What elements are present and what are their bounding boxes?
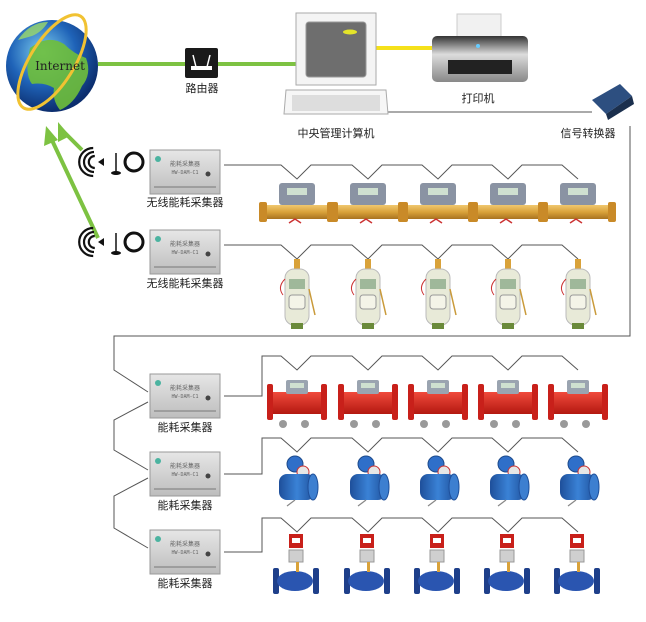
rs485-bus-line: [224, 517, 579, 553]
rs485-bus-line: [224, 437, 579, 475]
blue-control-valve-icon: [484, 534, 530, 594]
blue-electromagnetic-flowmeter-icon: [350, 455, 390, 507]
blue-control-valve-icon: [554, 534, 600, 594]
router-icon: [185, 48, 218, 78]
collector-panel-model: HW-DAM-C1: [171, 550, 198, 556]
ultrasonic-heat-meter-icon: [470, 183, 546, 224]
collector-label: 能耗采集器: [158, 576, 213, 590]
collector-3: 能耗采集器 HW-DAM-C1 能耗采集器: [149, 355, 579, 434]
ultrasonic-heat-meter-icon: [330, 183, 406, 224]
logo-icon: [155, 156, 161, 162]
household-heat-meter-icon: [560, 259, 597, 329]
logo-icon: [155, 458, 161, 464]
collector-4: 能耗采集器 HW-DAM-C1 能耗采集器: [149, 437, 579, 512]
collector-label: 能耗采集器: [158, 420, 213, 434]
blue-control-valve-icon: [414, 534, 460, 594]
internet-label: Internet: [35, 59, 85, 73]
computer-label: 中央管理计算机: [298, 126, 375, 140]
router-label: 路由器: [186, 81, 219, 95]
collector-label: 能耗采集器: [158, 498, 213, 512]
red-flange-heat-meter-icon: [267, 380, 327, 428]
converter-label: 信号转换器: [561, 126, 616, 140]
ultrasonic-heat-meter-icon: [540, 183, 616, 224]
red-flange-heat-meter-icon: [338, 380, 398, 428]
wireless-signal-icon: [78, 146, 104, 178]
logo-icon: [155, 536, 161, 542]
ultrasonic-heat-meter-icon: [259, 183, 335, 224]
signal-converter-icon: [592, 84, 634, 120]
collector-panel-title: 能耗采集器: [170, 462, 200, 470]
ultrasonic-heat-meter-icon: [400, 183, 476, 224]
blue-electromagnetic-flowmeter-icon: [560, 455, 600, 507]
collector-chain-line: [113, 401, 149, 471]
antenna-icon: [111, 231, 145, 255]
printer-label: 打印机: [462, 91, 495, 105]
connector-icon: [205, 251, 211, 257]
red-flange-heat-meter-icon: [548, 380, 608, 428]
wireless-signal-icon: [78, 226, 104, 258]
collector-2: 能耗采集器 HW-DAM-C1 无线能耗采集器: [78, 226, 579, 290]
internet-globe-icon: [6, 13, 98, 112]
red-flange-heat-meter-icon: [478, 380, 538, 428]
household-heat-meter-icon: [490, 259, 527, 329]
collector-panel-model: HW-DAM-C1: [171, 250, 198, 256]
collector-panel-title: 能耗采集器: [170, 540, 200, 548]
antenna-icon: [111, 151, 145, 175]
arrowhead-icon: [58, 122, 70, 142]
printer-icon: [432, 13, 528, 82]
collector-1: 能耗采集器 HW-DAM-C1 无线能耗采集器: [78, 146, 579, 209]
connector-icon: [205, 171, 211, 177]
rs485-bus-line: [224, 164, 579, 180]
converter-bus-line: [113, 126, 631, 393]
collector-chain-line: [113, 477, 149, 549]
blue-electromagnetic-flowmeter-icon: [420, 455, 460, 507]
blue-electromagnetic-flowmeter-icon: [279, 455, 319, 507]
household-heat-meter-icon: [350, 259, 387, 329]
collector-panel-title: 能耗采集器: [170, 160, 200, 168]
arrowhead-icon: [44, 126, 58, 146]
central-computer-icon: [283, 12, 389, 115]
connector-icon: [205, 395, 211, 401]
connector-icon: [205, 551, 211, 557]
red-flange-heat-meter-icon: [408, 380, 468, 428]
wireless-uplink-arrows: [48, 128, 100, 239]
connector-icon: [205, 473, 211, 479]
household-heat-meter-icon: [420, 259, 457, 329]
collector-panel-model: HW-DAM-C1: [171, 170, 198, 176]
household-heat-meter-icon: [279, 259, 316, 329]
collector-label: 无线能耗采集器: [147, 195, 224, 209]
blue-control-valve-icon: [344, 534, 390, 594]
blue-control-valve-icon: [273, 534, 319, 594]
collector-5: 能耗采集器 HW-DAM-C1 能耗采集器: [149, 517, 579, 590]
rs485-bus-line: [224, 244, 579, 260]
logo-icon: [155, 236, 161, 242]
collector-label: 无线能耗采集器: [147, 276, 224, 290]
rs485-bus-line: [224, 355, 579, 397]
collector-panel-model: HW-DAM-C1: [171, 394, 198, 400]
collector-panel-title: 能耗采集器: [170, 240, 200, 248]
blue-electromagnetic-flowmeter-icon: [490, 455, 530, 507]
logo-icon: [155, 380, 161, 386]
collector-panel-title: 能耗采集器: [170, 384, 200, 392]
collector-panel-model: HW-DAM-C1: [171, 472, 198, 478]
